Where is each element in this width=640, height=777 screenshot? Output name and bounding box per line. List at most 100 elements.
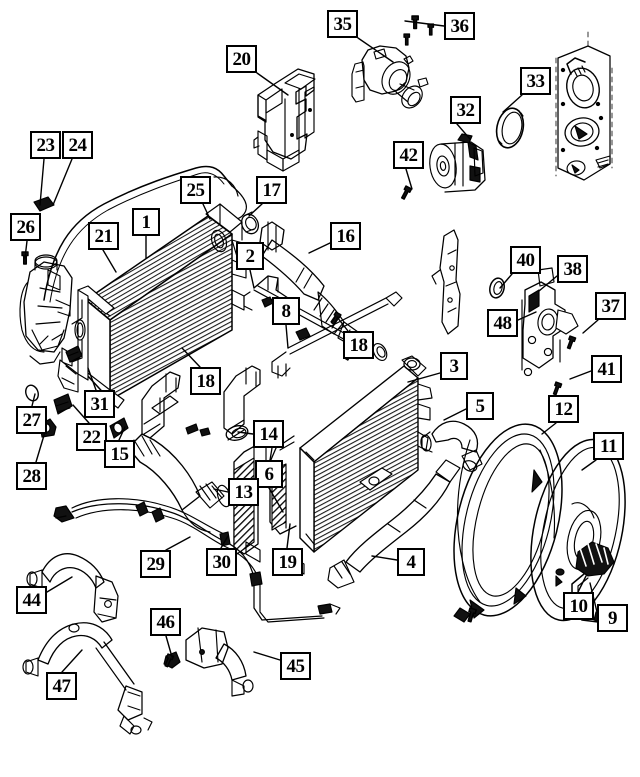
callout-3[interactable]: 3 — [440, 352, 468, 380]
callout-label: 47 — [52, 675, 72, 697]
callout-29[interactable]: 29 — [140, 550, 171, 578]
callout-37[interactable]: 37 — [595, 292, 626, 320]
part-12-fan-shroud — [453, 423, 563, 624]
leader-line-2 — [249, 269, 255, 289]
callout-25[interactable]: 25 — [180, 176, 211, 204]
callout-label: 29 — [146, 553, 166, 575]
callout-4[interactable]: 4 — [397, 548, 425, 576]
callout-13[interactable]: 13 — [228, 478, 259, 506]
leader-line-30 — [220, 535, 229, 549]
callout-16[interactable]: 16 — [330, 222, 361, 250]
part-17-16-charge-air-hose — [240, 211, 388, 362]
leader-line-46 — [165, 635, 173, 658]
leader-line-14 — [237, 431, 254, 435]
callout-24[interactable]: 24 — [62, 131, 93, 159]
callout-31[interactable]: 31 — [84, 390, 115, 418]
callout-1[interactable]: 1 — [132, 208, 160, 236]
callout-label: 2 — [245, 245, 256, 267]
callout-27[interactable]: 27 — [16, 406, 47, 434]
callout-45[interactable]: 45 — [280, 652, 311, 680]
callout-label: 15 — [110, 443, 130, 465]
leader-line-41 — [569, 370, 592, 380]
callout-label: 19 — [278, 551, 298, 573]
callout-32[interactable]: 32 — [450, 96, 481, 124]
callout-36[interactable]: 36 — [444, 12, 475, 40]
callout-41[interactable]: 41 — [591, 355, 622, 383]
leader-line-21 — [102, 249, 117, 273]
leader-line-29 — [165, 536, 191, 551]
leader-line-10 — [577, 575, 587, 593]
callout-label: 13 — [234, 481, 254, 503]
callout-42[interactable]: 42 — [393, 141, 424, 169]
callout-label: 25 — [186, 179, 206, 201]
callout-46[interactable]: 46 — [150, 608, 181, 636]
callout-19[interactable]: 19 — [272, 548, 303, 576]
leader-line-5 — [443, 408, 467, 421]
callout-12[interactable]: 12 — [548, 395, 579, 423]
callout-label: 1 — [141, 211, 152, 233]
leader-line-38 — [538, 275, 558, 292]
part-33-seal-ring — [495, 107, 525, 149]
callout-35[interactable]: 35 — [327, 10, 358, 38]
callout-33[interactable]: 33 — [520, 67, 551, 95]
leader-line-36 — [404, 20, 445, 27]
center-tall-bracket — [431, 229, 461, 335]
callout-17[interactable]: 17 — [256, 176, 287, 204]
leader-line-6 — [268, 487, 284, 513]
part-47-hose-bracket — [22, 622, 153, 735]
callout-label: 11 — [600, 435, 617, 457]
callout-15[interactable]: 15 — [104, 440, 135, 468]
callout-11[interactable]: 11 — [593, 432, 624, 460]
callout-40[interactable]: 40 — [510, 246, 541, 274]
callout-23[interactable]: 23 — [30, 131, 61, 159]
callout-30[interactable]: 30 — [206, 548, 237, 576]
part-20-air-box — [253, 68, 316, 172]
callout-label: 45 — [286, 655, 306, 677]
leader-line-31 — [87, 367, 97, 391]
callout-label: 24 — [68, 134, 88, 156]
callout-label: 18 — [349, 334, 369, 356]
leader-line-3 — [407, 372, 441, 383]
callout-18[interactable]: 18 — [343, 331, 374, 359]
callout-label: 6 — [264, 463, 275, 485]
callout-48[interactable]: 48 — [487, 309, 518, 337]
callout-22[interactable]: 22 — [76, 423, 107, 451]
leader-line-22 — [72, 404, 90, 424]
callout-9[interactable]: 9 — [597, 604, 628, 632]
callout-label: 21 — [94, 225, 114, 247]
callout-14[interactable]: 14 — [253, 420, 284, 448]
callout-label: 20 — [232, 48, 252, 70]
callout-label: 46 — [156, 611, 176, 633]
callout-38[interactable]: 38 — [557, 255, 588, 283]
leader-line-40 — [499, 273, 513, 289]
callout-20[interactable]: 20 — [226, 45, 257, 73]
callout-44[interactable]: 44 — [16, 586, 47, 614]
callout-label: 22 — [82, 426, 102, 448]
callout-label: 31 — [90, 393, 110, 415]
callout-8[interactable]: 8 — [272, 297, 300, 325]
part-1-charge-air-cooler — [57, 203, 253, 409]
callout-47[interactable]: 47 — [46, 672, 77, 700]
callout-26[interactable]: 26 — [10, 213, 41, 241]
callout-10[interactable]: 10 — [563, 592, 594, 620]
part-21-coolant-reservoir — [19, 254, 73, 367]
leader-line-28 — [35, 431, 46, 463]
part-5-small-hose — [420, 420, 483, 472]
callout-5[interactable]: 5 — [466, 392, 494, 420]
callout-21[interactable]: 21 — [88, 222, 119, 250]
callout-18[interactable]: 18 — [190, 367, 221, 395]
callout-label: 48 — [493, 312, 513, 334]
leader-line-44 — [46, 576, 73, 593]
callout-label: 35 — [333, 13, 353, 35]
callout-28[interactable]: 28 — [16, 462, 47, 490]
part-3-radiator — [269, 355, 433, 575]
callout-2[interactable]: 2 — [236, 242, 264, 270]
leader-line-42 — [405, 168, 413, 190]
callout-label: 4 — [406, 551, 417, 573]
callout-6[interactable]: 6 — [255, 460, 283, 488]
callout-label: 27 — [22, 409, 42, 431]
callout-label: 37 — [601, 295, 621, 317]
leader-line-25 — [202, 203, 211, 220]
callout-label: 40 — [516, 249, 536, 271]
leader-line-27 — [31, 393, 36, 407]
